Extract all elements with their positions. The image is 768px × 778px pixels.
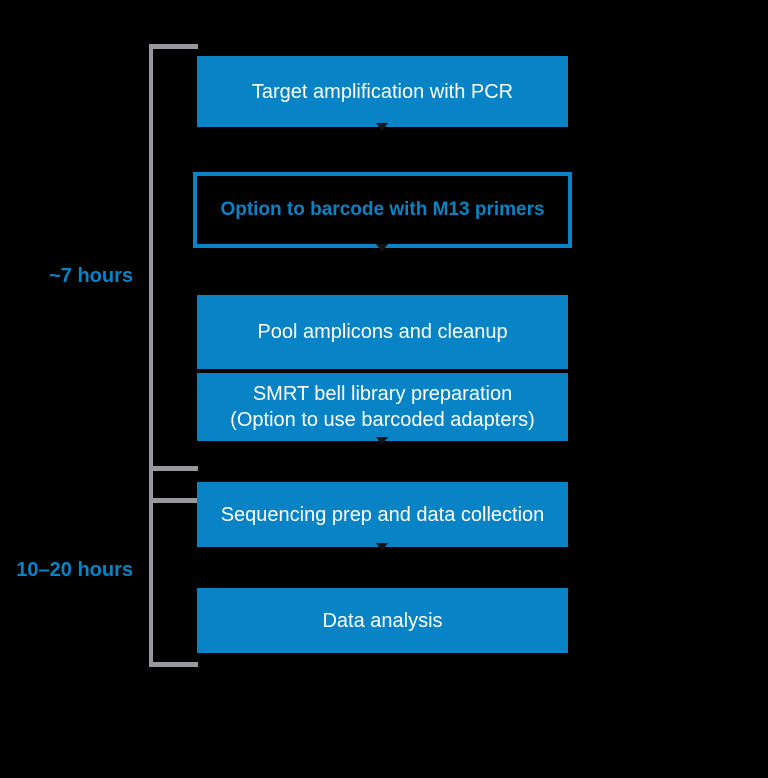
down-arrow-icon [376, 123, 388, 131]
time-bracket-vertical-line [149, 44, 153, 667]
step-sequencing-prep-box: Sequencing prep and data collection [197, 482, 568, 547]
bracket-tick-top [149, 44, 198, 49]
step-pool-amplicons-box: Pool amplicons and cleanup [197, 295, 568, 369]
bracket-tick-mid-lower [149, 498, 198, 503]
time-label-10-20-hours: 10–20 hours [16, 559, 133, 581]
bracket-tick-bottom [149, 662, 198, 667]
step-label: Pool amplicons and cleanup [257, 321, 508, 343]
step-label: Sequencing prep and data collection [220, 503, 545, 526]
step-smrtbell-library-prep-box: SMRT bell library preparation (Option to… [197, 373, 568, 441]
bracket-tick-mid-upper [149, 466, 198, 471]
time-label-7-hours: ~7 hours [49, 265, 133, 287]
down-arrow-icon [376, 437, 388, 445]
step-target-amplification-box: Target amplification with PCR [197, 56, 568, 127]
down-arrow-icon [376, 244, 388, 252]
step-label: SMRT bell library preparation [252, 383, 513, 405]
step-barcode-option-box: Option to barcode with M13 primers [193, 172, 572, 248]
step-label-line2: (Option to use barcoded adapters) [230, 409, 535, 431]
down-arrow-icon [376, 543, 388, 551]
step-data-analysis-box: Data analysis [197, 588, 568, 653]
step-label: Data analysis [322, 609, 443, 632]
step-label: Target amplification with PCR [251, 80, 514, 103]
step-label: Option to barcode with M13 primers [220, 199, 545, 220]
